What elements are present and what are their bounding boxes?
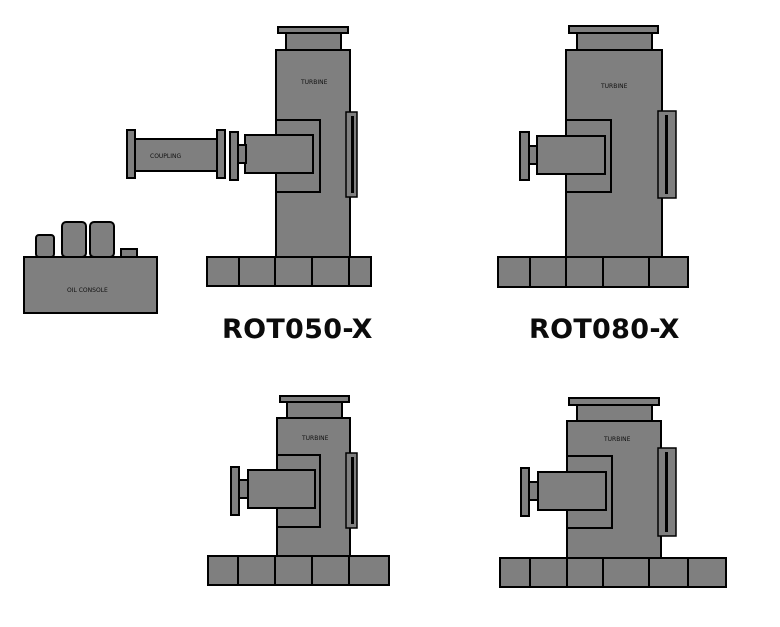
coupling-label: COUPLING — [150, 153, 182, 160]
turbine-top-flange — [279, 395, 350, 403]
coupling-left-flange — [126, 129, 136, 179]
coupling-right-flange — [216, 129, 226, 179]
base-block — [499, 557, 531, 588]
base-block — [566, 557, 604, 588]
base-block — [602, 256, 650, 288]
turbine-label: TURBINE — [301, 435, 329, 442]
turbine-label: TURBINE — [600, 83, 628, 90]
turbine-neck — [576, 32, 653, 51]
side-slot — [665, 115, 668, 194]
turbine-unit-bottom-right: TURBINE — [499, 397, 727, 588]
turbine-top-flange — [277, 26, 349, 34]
shaft-flange — [230, 466, 240, 516]
base-block — [274, 555, 313, 586]
shaft-end — [238, 479, 249, 499]
turbine-neck — [576, 404, 653, 422]
side-slot — [665, 452, 668, 532]
base-block — [529, 557, 568, 588]
base-block — [648, 557, 689, 588]
base-block — [206, 256, 240, 287]
base-block — [565, 256, 604, 288]
shaft-stub — [244, 134, 314, 174]
base-block — [648, 256, 689, 288]
shaft-end — [528, 145, 538, 165]
side-slot — [351, 457, 354, 524]
base-block — [207, 555, 239, 586]
base-block — [238, 256, 276, 287]
oil-console-body — [23, 256, 158, 314]
turbine-unit-top-right: TURBINE — [497, 25, 689, 288]
turbine-label: TURBINE — [603, 436, 631, 443]
turbine-label: TURBINE — [300, 79, 328, 86]
base-block — [497, 256, 531, 288]
turbine-neck — [285, 32, 342, 51]
base-block — [274, 256, 313, 287]
turbine-neck — [286, 401, 343, 419]
turbine-unit-bottom-left: TURBINE — [207, 395, 390, 586]
oil-console-tank — [89, 221, 115, 258]
base-block — [311, 256, 350, 287]
oil-console-unit: OIL CONSOLE — [23, 221, 158, 314]
base-block — [602, 557, 650, 588]
oil-console-cap — [120, 248, 138, 258]
shaft-end — [237, 144, 247, 164]
oil-console-label: OIL CONSOLE — [67, 287, 108, 294]
turbine-top-flange — [568, 397, 660, 406]
oil-console-tank — [61, 221, 87, 258]
base-block — [348, 555, 390, 586]
model-label-rot080: ROT080-X — [529, 314, 680, 345]
shaft-end — [528, 481, 539, 501]
base-block — [237, 555, 276, 586]
shaft-stub — [537, 471, 607, 511]
shaft-flange — [519, 131, 530, 181]
side-slot — [351, 116, 354, 193]
shaft-flange — [520, 467, 530, 517]
model-label-rot050: ROT050-X — [222, 314, 373, 345]
shaft-flange — [229, 131, 239, 181]
coupling-unit: COUPLING — [126, 129, 226, 179]
base-block — [687, 557, 727, 588]
shaft-stub — [247, 469, 316, 509]
oil-console-tank — [35, 234, 55, 258]
shaft-stub — [536, 135, 606, 175]
base-block — [529, 256, 567, 288]
base-block — [311, 555, 350, 586]
turbine-top-flange — [568, 25, 659, 34]
turbine-unit-top-left: TURBINE — [206, 26, 372, 287]
base-block — [348, 256, 372, 287]
